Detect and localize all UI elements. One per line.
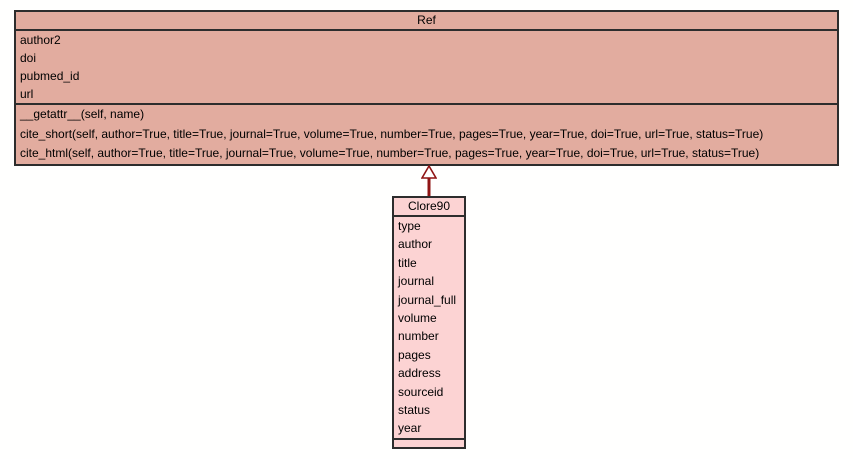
- attribute-row: number: [398, 329, 439, 344]
- attribute-row: type: [398, 219, 421, 233]
- attribute-row: title: [398, 255, 417, 270]
- attribute-row: author: [398, 237, 433, 252]
- class-title-clore90: Clore90: [394, 198, 464, 217]
- hollow-triangle-arrowhead: [421, 165, 437, 179]
- attribute-row: pages: [398, 347, 431, 362]
- method-row: cite_short(self, author=True, title=True…: [20, 126, 764, 141]
- method-row: __getattr__(self, name): [20, 107, 145, 121]
- attribute-row: url: [20, 87, 34, 101]
- methods-compartment-ref: __getattr__(self, name) cite_short(self, …: [16, 105, 837, 164]
- attribute-row: sourceid: [398, 384, 444, 399]
- attribute-row: journal_full: [398, 292, 457, 307]
- class-box-clore90: Clore90 type author title journal journal_fu…: [392, 196, 466, 449]
- inheritance-arrow: [421, 165, 437, 196]
- attribute-row: year: [398, 421, 422, 436]
- attribute-row: doi: [20, 51, 37, 65]
- attribute-row: status: [398, 402, 431, 417]
- attribute-row: author2: [20, 33, 61, 47]
- class-title-ref: Ref: [16, 12, 837, 31]
- attribute-row: volume: [398, 310, 437, 325]
- methods-compartment-clore90: [394, 440, 464, 447]
- attribute-row: journal: [398, 274, 435, 289]
- method-row: cite_html(self, author=True, title=True,…: [20, 146, 760, 160]
- attribute-row: address: [398, 366, 441, 381]
- attribute-row: pubmed_id: [20, 69, 80, 83]
